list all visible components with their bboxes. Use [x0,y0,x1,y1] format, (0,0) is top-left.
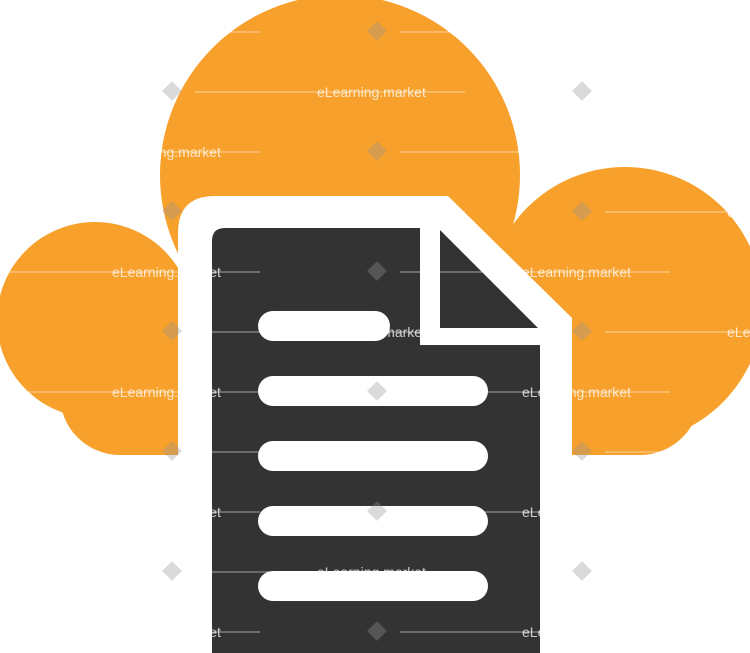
watermark-text: eLearning.market [522,384,631,400]
watermark-text: eLearning.market [727,204,750,220]
watermark-text: eLearning.market [317,444,426,460]
watermark-text: eLearning.market [727,444,750,460]
watermark-text: eLearning.market [522,264,631,280]
watermark-text: eLearning.market [112,144,221,160]
watermark-text: eLearning.market [112,504,221,520]
watermark-diamond [367,261,387,281]
watermark-text: eLearning.market [112,264,221,280]
watermark-diamond [162,321,182,341]
document-line [258,441,488,471]
watermark-diamond [367,501,387,521]
watermark-text: eLearning.market [317,84,426,100]
watermark-text: eLearning.market [112,624,221,640]
watermark-diamond [367,621,387,641]
watermark-diamond [572,81,592,101]
document-line [258,311,390,341]
watermark-diamond [572,441,592,461]
watermark-text: eLearning.market [317,564,426,580]
watermark-diamond [367,21,387,41]
watermark-text: eLearning.market [112,24,221,40]
watermark-text: eLearning.market [727,564,750,580]
watermark-text: eLearning.market [522,624,631,640]
document-lines [258,311,488,601]
document-line [258,571,488,601]
watermark-text: eLearning.market [522,144,631,160]
watermark-text: eLearning.market [522,504,631,520]
document-line [258,506,488,536]
watermark-diamond [162,441,182,461]
watermark-layer: eLearning.market eLearning.market eLearnin… [0,21,750,641]
watermark-diamond [367,381,387,401]
watermark-text: eLearning.market [317,324,426,340]
watermark-diamond [162,81,182,101]
watermark-diamond [572,561,592,581]
watermark-text: eLearning.market [727,84,750,100]
document-line [258,376,488,406]
watermark-diamond [572,321,592,341]
watermark-text: eLearning.market [522,24,631,40]
watermark-diamond [367,141,387,161]
watermark-diamond [162,201,182,221]
watermark-text: eLearning.market [727,324,750,340]
watermark-text: eLearning.market [112,384,221,400]
watermark-text: eLearning.market [317,204,426,220]
